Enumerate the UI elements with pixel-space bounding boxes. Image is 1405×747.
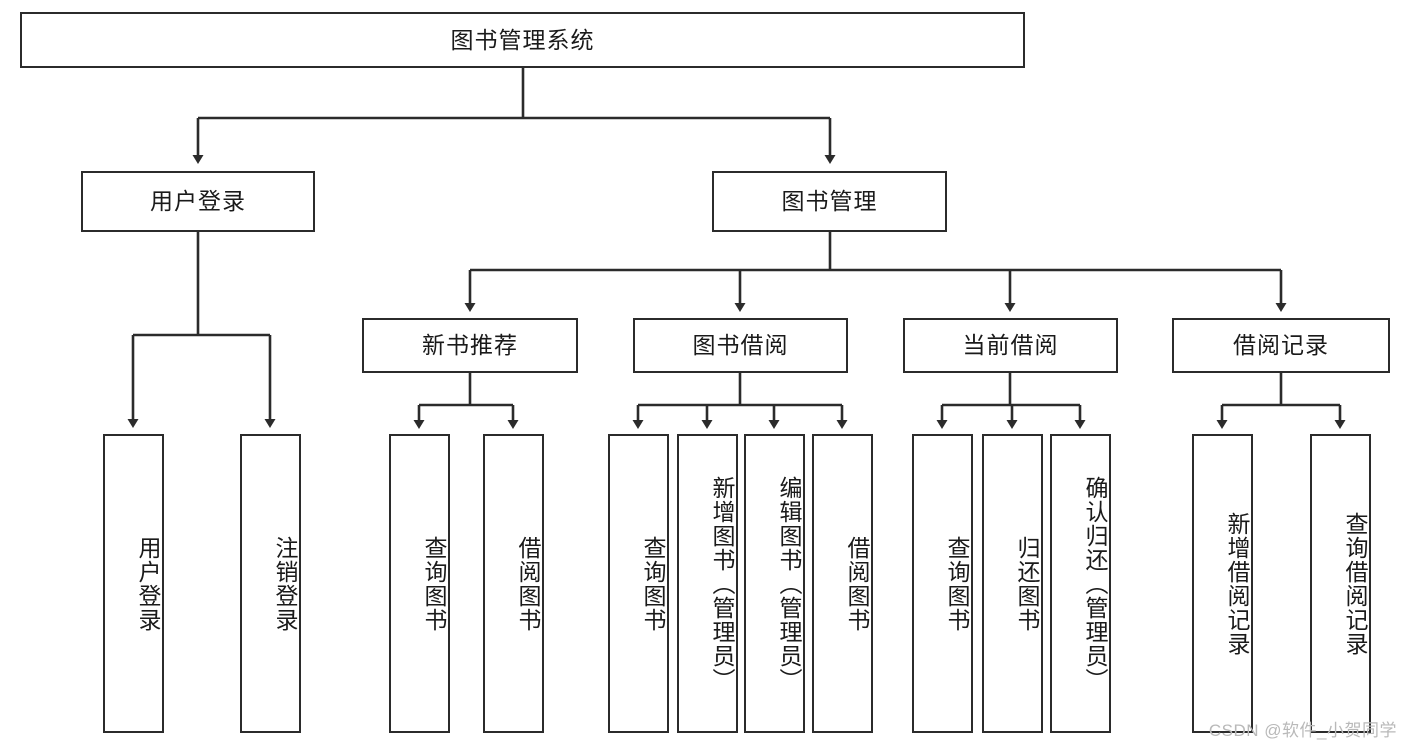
node-borrow-record[interactable]: 借阅记录 (1172, 318, 1390, 373)
leaf-borrow-book-1-label: 借阅图书 (515, 535, 541, 632)
leaf-confirm-return[interactable]: 确认归还（管理员） (1050, 434, 1111, 733)
node-root-label: 图书管理系统 (450, 26, 595, 53)
node-book-borrow[interactable]: 图书借阅 (633, 318, 848, 373)
csdn-watermark: CSDN @软件_小贺同学 (1208, 721, 1397, 740)
leaf-query-book-2-label: 查询图书 (640, 535, 666, 632)
leaf-query-book-1[interactable]: 查询图书 (389, 434, 450, 733)
node-new-book-rec[interactable]: 新书推荐 (362, 318, 578, 373)
node-book-manage-label: 图书管理 (781, 188, 878, 214)
leaf-return-book[interactable]: 归还图书 (982, 434, 1043, 733)
leaf-add-record-label: 新增借阅记录 (1224, 511, 1250, 656)
node-user-login[interactable]: 用户登录 (81, 171, 315, 232)
node-current-borrow-label: 当前借阅 (962, 332, 1059, 358)
node-new-book-rec-label: 新书推荐 (422, 332, 518, 358)
node-root[interactable]: 图书管理系统 (20, 12, 1025, 68)
leaf-borrow-book-2-label: 借阅图书 (844, 535, 870, 632)
node-borrow-record-label: 借阅记录 (1233, 332, 1329, 358)
leaf-borrow-book-1[interactable]: 借阅图书 (483, 434, 544, 733)
leaf-edit-book-label: 编辑图书（管理员） (776, 475, 802, 692)
leaf-query-book-2[interactable]: 查询图书 (608, 434, 669, 733)
node-book-borrow-label: 图书借阅 (692, 332, 789, 358)
leaf-add-record[interactable]: 新增借阅记录 (1192, 434, 1253, 733)
leaf-confirm-return-label: 确认归还（管理员） (1082, 475, 1108, 692)
node-current-borrow[interactable]: 当前借阅 (903, 318, 1118, 373)
leaf-query-book-1-label: 查询图书 (421, 535, 447, 632)
leaf-add-book[interactable]: 新增图书（管理员） (677, 434, 738, 733)
leaf-query-record-label: 查询借阅记录 (1342, 511, 1368, 656)
leaf-user-login[interactable]: 用户登录 (103, 434, 164, 733)
leaf-query-book-3[interactable]: 查询图书 (912, 434, 973, 733)
node-book-manage[interactable]: 图书管理 (712, 171, 947, 232)
leaf-return-book-label: 归还图书 (1014, 535, 1040, 632)
node-user-login-label: 用户登录 (150, 188, 246, 214)
leaf-user-login-label: 用户登录 (135, 535, 161, 632)
leaf-add-book-label: 新增图书（管理员） (709, 475, 735, 692)
leaf-query-record[interactable]: 查询借阅记录 (1310, 434, 1371, 733)
leaf-user-logout[interactable]: 注销登录 (240, 434, 301, 733)
leaf-query-book-3-label: 查询图书 (944, 535, 970, 632)
leaf-borrow-book-2[interactable]: 借阅图书 (812, 434, 873, 733)
leaf-user-logout-label: 注销登录 (272, 535, 298, 632)
leaf-edit-book[interactable]: 编辑图书（管理员） (744, 434, 805, 733)
